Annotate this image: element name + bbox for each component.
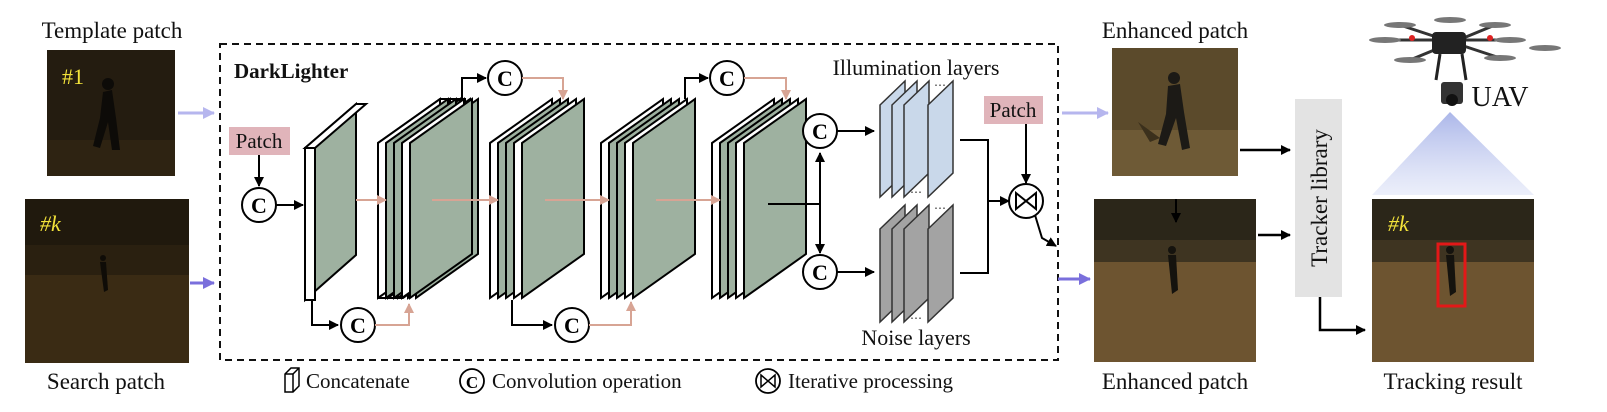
svg-text:⋯: ⋯ [934, 78, 946, 92]
svg-text:C: C [812, 260, 828, 285]
tracker-library-label: Tracker library [1307, 129, 1332, 267]
svg-text:C: C [564, 313, 580, 338]
svg-text:⋯: ⋯ [910, 311, 922, 325]
enhanced-patch-bottom-image [1094, 199, 1256, 362]
svg-text:C: C [350, 313, 366, 338]
stacked-block-2 [489, 97, 585, 300]
illumination-layers: ⋯ ⋯ [879, 78, 954, 199]
search-id-label: #k [40, 211, 62, 236]
stacked-block-4 [711, 97, 807, 300]
uav-label: UAV [1471, 82, 1528, 113]
result-id-label: #k [1388, 211, 1410, 236]
top-conv-1-in [461, 73, 487, 99]
svg-text:C: C [497, 66, 513, 91]
layer1-skip-line [311, 300, 339, 330]
patch-input-tag: Patch [229, 127, 290, 155]
patch-input-text: Patch [236, 129, 283, 153]
conv-node-skip-1: C [340, 307, 376, 343]
tracker-to-result-arrow [1318, 297, 1366, 335]
bottom-conv-2-in [511, 300, 553, 330]
conv-node-input: C [241, 187, 277, 223]
search-patch-image: #k [25, 199, 189, 363]
illumination-to-mult [960, 139, 1010, 206]
conv-node-skip-2: C [554, 307, 590, 343]
concatenate-icon [284, 367, 300, 393]
search-patch-label: Search patch [47, 369, 166, 394]
stacked-block-3 [600, 97, 696, 300]
iterative-icon [755, 368, 781, 394]
top-conv-2-in [684, 73, 709, 99]
svg-text:⋯: ⋯ [934, 201, 946, 215]
conv-node-top-2: C [709, 60, 745, 96]
iterative-processing-node [1008, 183, 1044, 219]
noise-to-mult [960, 201, 989, 274]
conv-node-top-1: C [487, 60, 523, 96]
darklighter-title: DarkLighter [234, 59, 348, 83]
svg-text:C: C [812, 119, 828, 144]
uav-drone-icon [1369, 17, 1561, 106]
noise-layers-label: Noise layers [861, 325, 970, 350]
top-conv-1-out [522, 77, 568, 100]
noise-layers: ⋯ ⋯ [879, 201, 954, 325]
conv-symbol: C [251, 193, 267, 218]
template-patch-image: #1 [47, 50, 175, 176]
svg-text:C: C [719, 66, 735, 91]
stacked-block-1 [377, 97, 479, 300]
patch-mult-text: Patch [990, 98, 1037, 122]
tracking-result-image: #k [1372, 199, 1534, 362]
bottom-conv-2-out [589, 301, 636, 326]
input-feature-layer [302, 101, 369, 303]
legend-iterative: Iterative processing [788, 369, 954, 393]
template-patch-label: Template patch [42, 18, 183, 43]
svg-text:C: C [466, 373, 478, 392]
top-conv-2-out [744, 77, 791, 100]
patch-mult-tag: Patch [984, 96, 1043, 124]
legend: Concatenate C Convolution operation Iter… [284, 367, 954, 394]
darklighter-box [219, 43, 1059, 361]
enhanced-patch-top-image [1112, 48, 1238, 176]
legend-concatenate: Concatenate [306, 369, 410, 393]
convolution-icon: C [459, 368, 485, 394]
tracking-result-label: Tracking result [1383, 369, 1523, 394]
enhanced-patch-top-label: Enhanced patch [1102, 18, 1249, 43]
uav-view-beam [1372, 112, 1534, 195]
tracking-bbox [1436, 242, 1467, 308]
enhanced-patch-bottom-label: Enhanced patch [1102, 369, 1249, 394]
illumination-layers-label: Illumination layers [833, 55, 1000, 80]
svg-text:⋯: ⋯ [910, 185, 922, 199]
conv-skip-1-arrow [375, 303, 414, 326]
tracker-library-box: Tracker library [1295, 99, 1342, 297]
template-id-label: #1 [62, 64, 84, 89]
conv-node-noise: C [802, 254, 838, 290]
legend-convolution: Convolution operation [492, 369, 682, 393]
mult-out-arrow [1034, 214, 1057, 247]
conv-node-illumination: C [802, 113, 838, 149]
